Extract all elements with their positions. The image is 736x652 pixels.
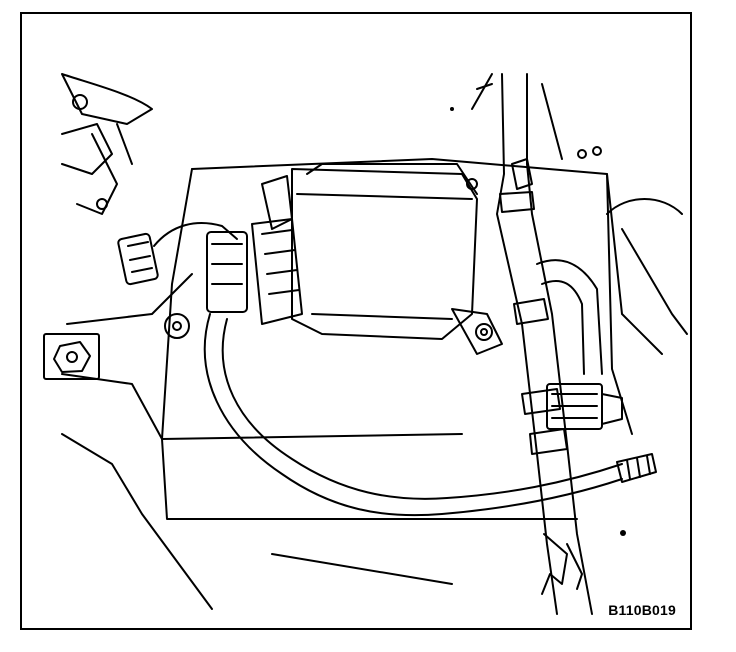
harness-branch-connector bbox=[536, 259, 623, 430]
airbag-module bbox=[261, 163, 503, 355]
floor-hole-icon bbox=[164, 313, 190, 339]
wire-harness-main bbox=[203, 313, 657, 517]
wire-harness-vertical bbox=[496, 73, 593, 615]
module-connector bbox=[206, 218, 303, 325]
diagram-frame: B110B019 bbox=[20, 12, 692, 630]
right-body-panel bbox=[471, 73, 688, 355]
sensor-plug bbox=[117, 222, 238, 286]
figure-label: B110B019 bbox=[608, 602, 676, 618]
left-bracket bbox=[61, 73, 153, 215]
left-hex-bolt-icon bbox=[43, 333, 100, 380]
panel-holes bbox=[450, 107, 626, 536]
airbag-module-illustration bbox=[43, 73, 688, 615]
